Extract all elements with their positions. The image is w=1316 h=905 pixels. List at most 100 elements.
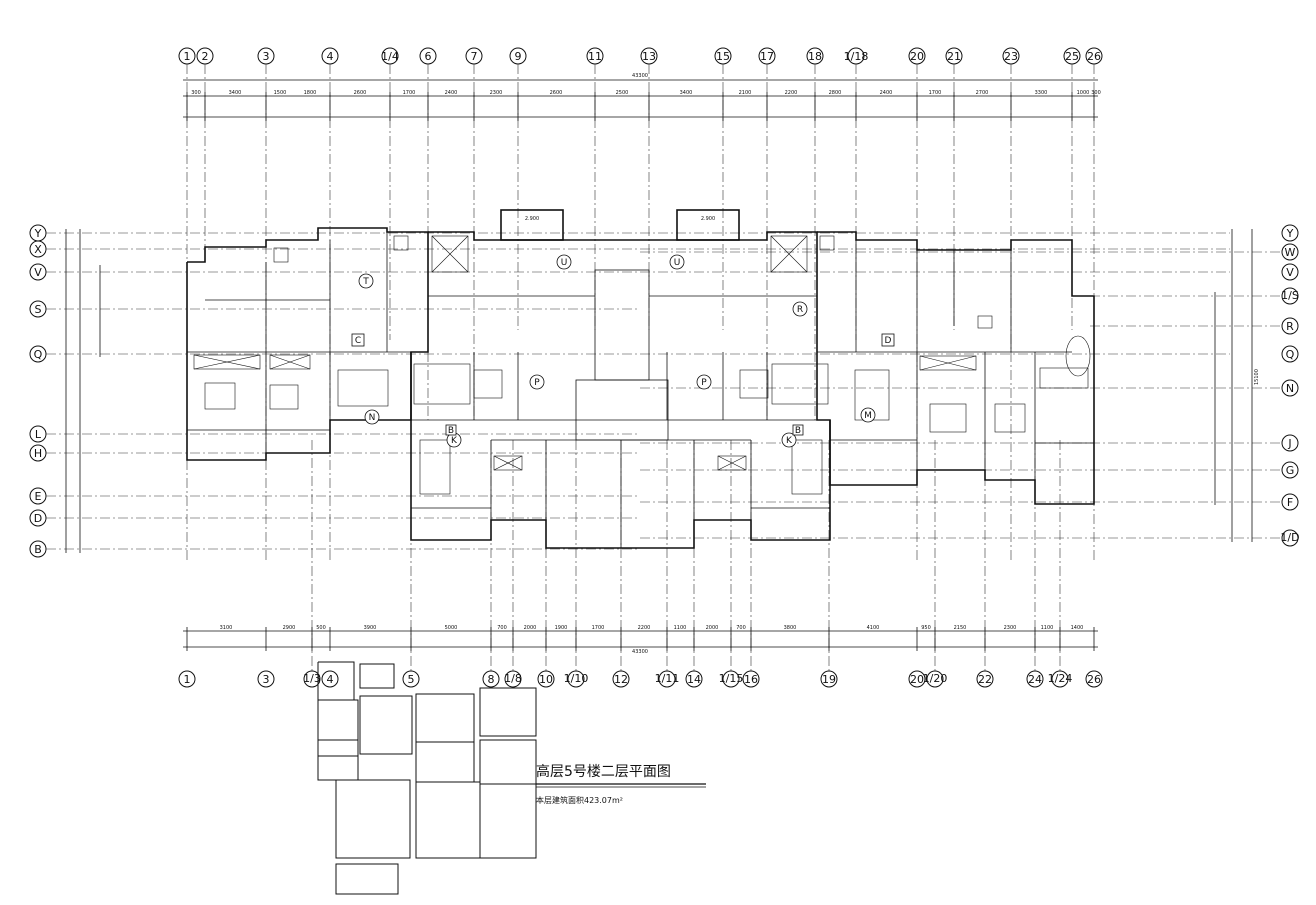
svg-text:C: C (355, 336, 361, 346)
axis-bubble-bottom: 19 (820, 670, 838, 688)
svg-text:3400: 3400 (229, 90, 242, 96)
axis-bubble-right: G (1281, 461, 1299, 479)
svg-text:1400: 1400 (1071, 625, 1084, 631)
axis-bubble-right: Y (1281, 224, 1299, 242)
svg-text:G: G (1286, 464, 1295, 477)
svg-text:1/S: 1/S (1281, 289, 1299, 302)
bottom-axis-lines (311, 440, 1061, 671)
axis-label: 13 (642, 50, 656, 63)
building-walls: 2.900 2.900 (186, 209, 1095, 549)
axis-bubble-bottom: 1/8 (504, 670, 522, 688)
axis-label: 15 (716, 50, 730, 63)
axis-bubble-bottom: 12 (612, 670, 630, 688)
axis-bubble-bottom: 1/20 (923, 670, 947, 688)
axis-bubble-top: 1 (178, 47, 196, 65)
axis-label: 20 (910, 50, 924, 63)
axis-bubble-top: 4 (321, 47, 339, 65)
axis-bubble-top: 2 (196, 47, 214, 65)
top-axis-lines (186, 64, 1095, 560)
svg-text:1: 1 (184, 673, 191, 686)
axis-label: 23 (1004, 50, 1018, 63)
svg-text:K: K (451, 436, 458, 446)
svg-text:300: 300 (1091, 90, 1101, 96)
axis-bubble-top: 17 (758, 47, 776, 65)
axis-bubble-top: 15 (714, 47, 732, 65)
axis-bubble-left: S (29, 300, 47, 318)
axis-bubble-right: R (1281, 317, 1299, 335)
axis-bubble-bottom: 1 (178, 670, 196, 688)
axis-bubble-top: 21 (945, 47, 963, 65)
svg-text:2500: 2500 (616, 90, 629, 96)
room-mark: P (529, 374, 545, 390)
axis-bubble-left: H (29, 444, 47, 462)
floor-area-note: 本层建筑面积423.07m² (536, 795, 623, 805)
overall-dim-bottom: 43300 (632, 649, 648, 655)
svg-text:P: P (534, 378, 540, 388)
svg-text:5000: 5000 (445, 625, 458, 631)
svg-text:B: B (795, 426, 801, 436)
right-dimensions: 15100 (1214, 229, 1260, 542)
svg-text:2000: 2000 (706, 625, 719, 631)
svg-text:W: W (1285, 246, 1296, 259)
svg-text:R: R (1286, 320, 1294, 333)
axis-bubble-bottom: 1/3 (303, 670, 321, 688)
axis-bubble-top: 3 (257, 47, 275, 65)
svg-text:1/D: 1/D (1280, 531, 1299, 544)
svg-text:2900: 2900 (283, 625, 296, 631)
axis-bubble-right: 1/D (1280, 529, 1300, 547)
svg-text:3100: 3100 (220, 625, 233, 631)
svg-text:D: D (885, 336, 892, 346)
svg-text:U: U (561, 258, 568, 268)
axis-bubble-top: 11 (586, 47, 604, 65)
svg-text:Q: Q (1286, 348, 1295, 361)
svg-text:U: U (674, 258, 681, 268)
axis-bubble-top: 20 (908, 47, 926, 65)
room-mark: B (792, 424, 804, 436)
axis-bubble-top: 1/18 (844, 47, 868, 65)
svg-text:1000: 1000 (1077, 90, 1090, 96)
room-mark: U (669, 254, 685, 270)
svg-text:2150: 2150 (954, 625, 967, 631)
svg-text:1/3: 1/3 (303, 672, 321, 685)
svg-text:1/15: 1/15 (719, 672, 744, 685)
right-axis-lines (640, 251, 1282, 539)
svg-text:B: B (34, 543, 42, 556)
axis-bubble-bottom: 1/11 (655, 670, 679, 688)
svg-text:1/10: 1/10 (564, 672, 589, 685)
room-mark: U (556, 254, 572, 270)
axis-bubble-bottom: 1/10 (564, 670, 589, 688)
axis-bubble-top: 23 (1002, 47, 1020, 65)
axis-bubble-bottom: 4 (321, 670, 339, 688)
svg-text:3800: 3800 (784, 625, 797, 631)
svg-text:4100: 4100 (867, 625, 880, 631)
svg-text:K: K (786, 436, 793, 446)
svg-text:1800: 1800 (304, 90, 317, 96)
axis-bubble-top: 25 (1063, 47, 1081, 65)
svg-text:D: D (34, 512, 42, 525)
svg-text:H: H (34, 447, 42, 460)
axis-bubble-top: 18 (806, 47, 824, 65)
svg-text:700: 700 (497, 625, 507, 631)
axis-bubble-left: Q (29, 345, 47, 363)
overall-dim-right: 15100 (1254, 369, 1260, 385)
room-mark: T (358, 273, 374, 289)
axis-bubble-top: 1/4 (381, 47, 399, 65)
svg-text:20: 20 (910, 673, 924, 686)
svg-text:2000: 2000 (524, 625, 537, 631)
left-axis-bubbles: Y X V S Q L H E D B (29, 224, 47, 558)
svg-text:2600: 2600 (550, 90, 563, 96)
axis-bubble-left: V (29, 263, 47, 281)
svg-text:1700: 1700 (403, 90, 416, 96)
svg-text:Y: Y (1286, 227, 1294, 240)
svg-text:1900: 1900 (555, 625, 568, 631)
site-key-plan (317, 661, 537, 895)
slab-label: 2.900 (525, 216, 539, 222)
svg-text:24: 24 (1028, 673, 1042, 686)
svg-text:2200: 2200 (638, 625, 651, 631)
svg-text:S: S (35, 303, 42, 316)
top-axis-bubbles: 1 2 3 4 1/4 6 7 9 11 13 15 17 18 1/18 20… (178, 47, 1103, 65)
svg-text:22: 22 (978, 673, 992, 686)
axis-bubble-bottom: 10 (537, 670, 555, 688)
room-mark: K (781, 432, 797, 448)
